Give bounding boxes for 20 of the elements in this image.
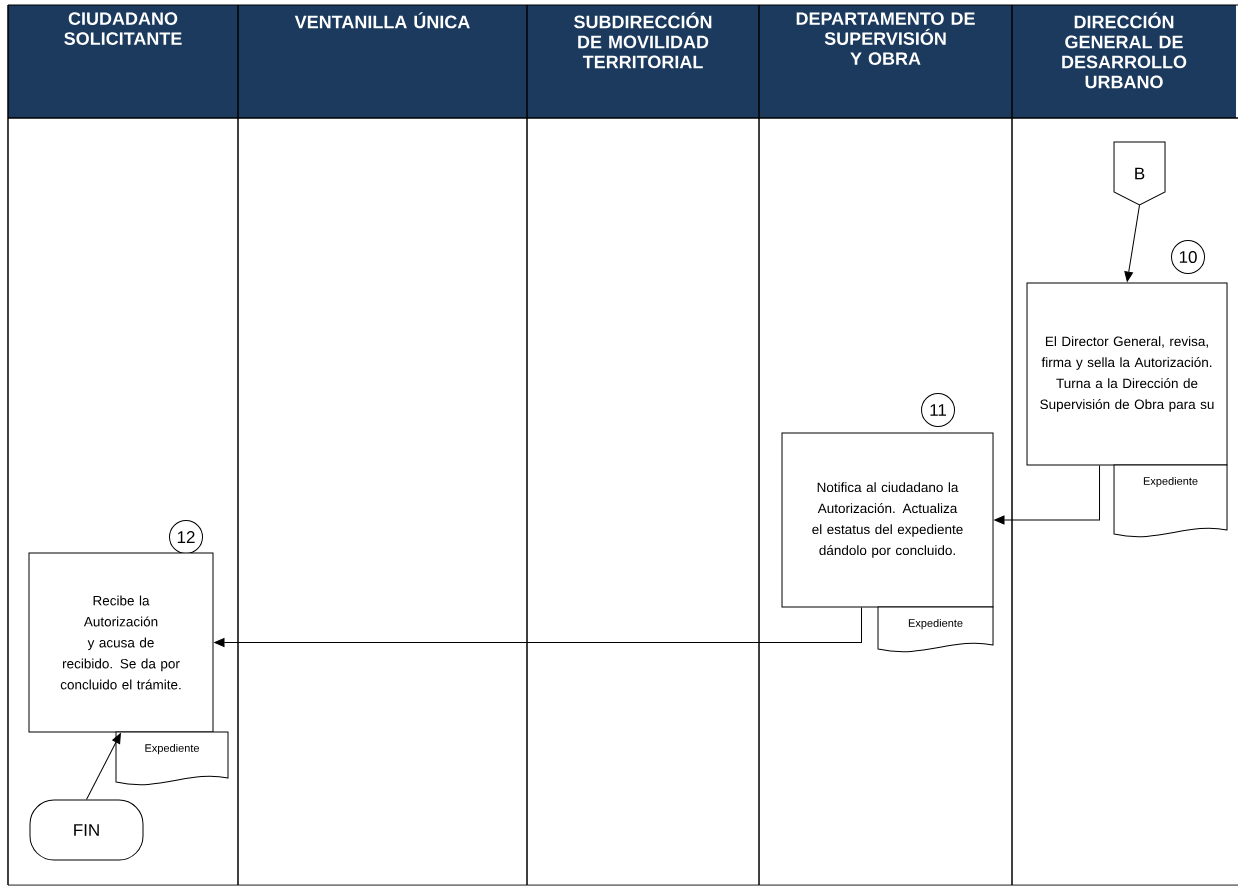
step-number: 11 [921, 393, 955, 427]
node-label: SUBDIRECCIÓN DE MOVILIDAD TERRITORIAL [574, 12, 712, 69]
terminator: FIN [29, 799, 144, 861]
lane-header: SUBDIRECCIÓN DE MOVILIDAD TERRITORIAL [527, 5, 759, 118]
node-label: VENTANILLA ÚNICA [294, 12, 470, 29]
node-label: DIRECCIÓN GENERAL DE DESARROLLO URBANO [1062, 12, 1187, 89]
node-label: DEPARTAMENTO DE SUPERVISIÓN Y OBRA [796, 12, 975, 65]
arrow [1124, 204, 1140, 282]
arrow [86, 733, 121, 800]
arrow [994, 465, 1100, 525]
off-page-connector: B [1113, 141, 1166, 206]
node-label: CIUDADANO SOLICITANTE [64, 12, 182, 45]
lane-header: DIRECCIÓN GENERAL DE DESARROLLO URBANO [1012, 5, 1236, 118]
arrow [214, 607, 862, 647]
lane-header: VENTANILLA ÚNICA [238, 5, 527, 118]
lane-header: DEPARTAMENTO DE SUPERVISIÓN Y OBRA [759, 5, 1012, 118]
lane-header: CIUDADANO SOLICITANTE [8, 5, 238, 118]
step-number: 10 [1171, 240, 1205, 274]
step-number: 12 [169, 520, 203, 554]
node-label: Expediente [1143, 476, 1198, 488]
